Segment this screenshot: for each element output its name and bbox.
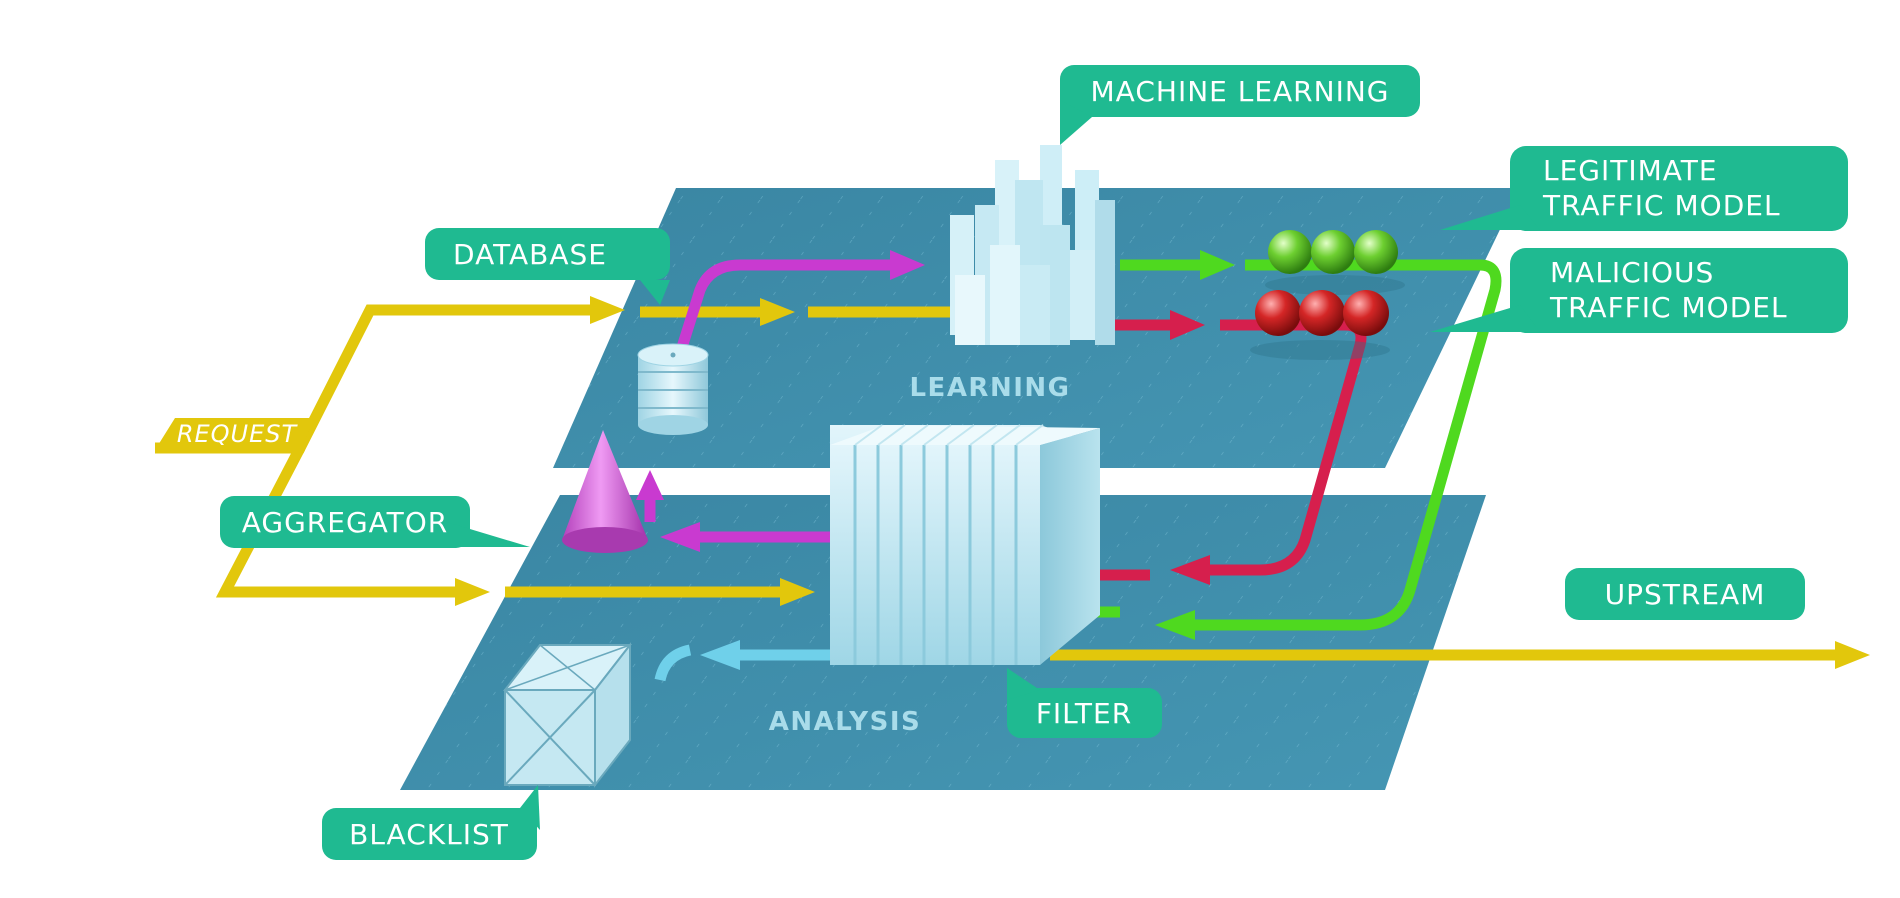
request-label-tag: REQUEST <box>155 418 315 450</box>
blacklist-box-icon <box>502 642 633 788</box>
learning-plane-label: LEARNING <box>909 373 1070 403</box>
callout-legitimate-traffic-model: LEGITIMATE TRAFFIC MODEL <box>1440 146 1848 231</box>
callout-malicious-traffic-model: MALICIOUS TRAFFIC MODEL <box>1430 248 1848 333</box>
filter-block-icon <box>830 424 1100 665</box>
legitimate-arrowheads <box>1155 250 1235 640</box>
malicious-traffic-balls-icon <box>1250 290 1390 360</box>
svg-text:MALICIOUS: MALICIOUS <box>1550 256 1714 289</box>
svg-text:TRAFFIC MODEL: TRAFFIC MODEL <box>1549 291 1788 324</box>
svg-text:BLACKLIST: BLACKLIST <box>349 818 509 851</box>
svg-text:MACHINE LEARNING: MACHINE LEARNING <box>1091 75 1390 108</box>
request-label: REQUEST <box>177 420 299 448</box>
callout-upstream: UPSTREAM <box>1565 568 1805 620</box>
aggregator-cone-icon <box>562 430 648 553</box>
callout-database: DATABASE <box>425 228 670 305</box>
svg-text:LEGITIMATE: LEGITIMATE <box>1543 154 1718 187</box>
callout-machine-learning: MACHINE LEARNING <box>1060 65 1420 145</box>
callout-filter: FILTER <box>1007 668 1162 738</box>
legitimate-traffic-balls-icon <box>1265 230 1405 295</box>
callout-aggregator: AGGREGATOR <box>220 496 530 548</box>
database-cylinder-icon <box>637 343 709 435</box>
learning-arrowheads <box>636 250 925 552</box>
analysis-plane-label: ANALYSIS <box>769 707 921 737</box>
learning-flow <box>644 259 890 543</box>
machine-learning-bars-icon <box>950 145 1115 345</box>
request-arrowheads <box>455 296 1870 669</box>
callout-blacklist: BLACKLIST <box>322 785 540 860</box>
svg-text:DATABASE: DATABASE <box>453 238 607 271</box>
blacklist-flow <box>654 640 830 682</box>
malicious-arrowheads <box>1170 310 1210 585</box>
svg-text:FILTER: FILTER <box>1036 697 1132 730</box>
svg-text:TRAFFIC MODEL: TRAFFIC MODEL <box>1542 189 1781 222</box>
svg-text:UPSTREAM: UPSTREAM <box>1605 578 1766 611</box>
svg-text:AGGREGATOR: AGGREGATOR <box>242 506 448 539</box>
